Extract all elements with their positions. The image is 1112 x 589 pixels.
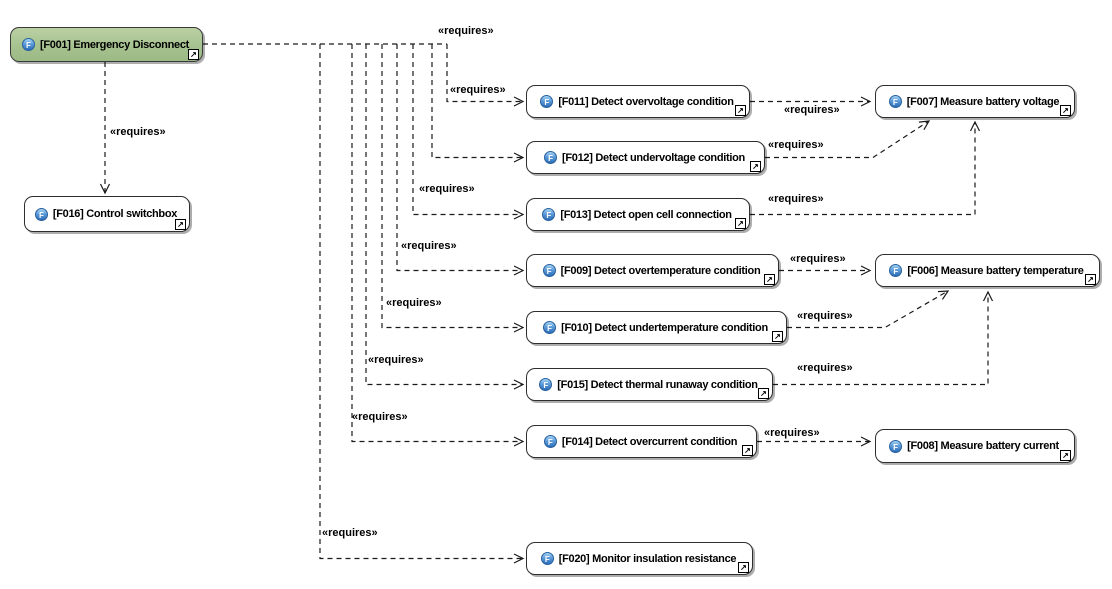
edge-label-requires: «requires» [368,354,424,366]
node-f006[interactable]: F [F006] Measure battery temperature ↗ [875,254,1100,287]
edge-label-requires: «requires» [784,104,840,116]
edge-label-requires: «requires» [110,126,166,138]
node-label: [F006] Measure battery temperature [907,264,1084,277]
node-label: [F015] Detect thermal runaway condition [557,378,758,391]
edge-label-requires: «requires» [419,183,475,195]
node-f001[interactable]: F [F001] Emergency Disconnect ↗ [10,27,203,62]
edge-label-requires: «requires» [768,139,824,151]
edge-label-requires: «requires» [386,297,442,309]
edge-f001-f013[interactable] [412,44,525,220]
open-in-new-icon[interactable]: ↗ [1060,105,1071,116]
node-label: [F008] Measure battery current [907,440,1059,452]
open-in-new-icon[interactable]: ↗ [735,218,746,229]
open-in-new-icon[interactable]: ↗ [772,331,783,342]
function-badge-icon: F [543,435,557,448]
node-label: [F020] Monitor insulation resistance [558,552,737,565]
node-label: [F009] Detect overtemperature condition [560,264,761,277]
node-label: [F001] Emergency Disconnect [39,38,189,51]
edge-f001-f010[interactable] [381,44,525,333]
open-in-new-icon[interactable]: ↗ [735,105,746,116]
function-badge-icon: F [544,151,558,164]
function-badge-icon: F [889,264,903,277]
node-label: [F014] Detect overcurrent condition [561,435,738,448]
edge-label-requires: «requires» [764,427,820,439]
open-in-new-icon[interactable]: ↗ [1085,274,1096,285]
node-f020[interactable]: F [F020] Monitor insulation resistance ↗ [526,542,753,575]
node-label: [F012] Detect undervoltage condition [562,151,745,164]
function-badge-icon: F [889,439,903,453]
node-f012[interactable]: F [F012] Detect undervoltage condition ↗ [526,141,765,174]
node-f011[interactable]: F [F011] Detect overvoltage condition ↗ [526,85,750,118]
node-label: [F013] Detect open cell connection [560,208,732,221]
open-in-new-icon[interactable]: ↗ [764,274,775,285]
edge-f013-f007[interactable] [750,120,981,216]
edge-label-requires: «requires» [797,362,853,374]
node-f014[interactable]: F [F014] Detect overcurrent condition ↗ [526,425,757,458]
open-in-new-icon[interactable]: ↗ [188,49,199,60]
edge-label-requires: «requires» [352,411,408,423]
edge-f012-f007[interactable] [765,120,931,159]
node-label: [F007] Measure battery voltage [906,95,1060,108]
node-label: [F016] Control switchbox [52,208,178,220]
edge-label-requires: «requires» [450,84,506,96]
node-f007[interactable]: F [F007] Measure battery voltage ↗ [875,85,1075,118]
edge-f001-f015[interactable] [365,44,525,390]
function-badge-icon: F [542,208,556,221]
open-in-new-icon[interactable]: ↗ [1060,450,1071,461]
function-badge-icon: F [34,207,48,221]
edge-f001-f014[interactable] [351,44,525,447]
open-in-new-icon[interactable]: ↗ [742,445,753,456]
node-f016[interactable]: F [F016] Control switchbox ↗ [24,196,190,232]
function-badge-icon: F [543,321,557,334]
node-f008[interactable]: F [F008] Measure battery current ↗ [875,429,1075,463]
edge-label-requires: «requires» [790,253,846,265]
edge-label-requires: «requires» [797,310,853,322]
node-f013[interactable]: F [F013] Detect open cell connection ↗ [526,198,750,231]
open-in-new-icon[interactable]: ↗ [758,388,769,399]
node-f015[interactable]: F [F015] Detect thermal runaway conditio… [526,368,773,401]
edge-f001-f009[interactable] [396,44,525,276]
open-in-new-icon[interactable]: ↗ [738,562,749,573]
edge-f010-f006[interactable] [787,290,950,329]
function-badge-icon: F [21,38,35,51]
edge-label-requires: «requires» [768,193,824,205]
edge-label-requires: «requires» [401,240,457,252]
node-label: [F011] Detect overvoltage condition [558,95,734,108]
node-f010[interactable]: F [F010] Detect undertemperature conditi… [526,311,787,344]
node-f009[interactable]: F [F009] Detect overtemperature conditio… [526,254,779,287]
function-badge-icon: F [539,378,553,391]
edge-f001-f020[interactable] [319,44,525,564]
edge-label-requires: «requires» [438,25,494,37]
function-badge-icon: F [542,264,556,277]
function-badge-icon: F [888,95,902,108]
open-in-new-icon[interactable]: ↗ [175,219,186,230]
node-label: [F010] Detect undertemperature condition [561,321,768,334]
edge-label-requires: «requires» [322,527,378,539]
open-in-new-icon[interactable]: ↗ [750,161,761,172]
function-badge-icon: F [540,95,554,108]
edge-f001-f011[interactable] [446,44,525,107]
function-badge-icon: F [540,552,554,565]
edge-f001-f012[interactable] [431,44,525,163]
